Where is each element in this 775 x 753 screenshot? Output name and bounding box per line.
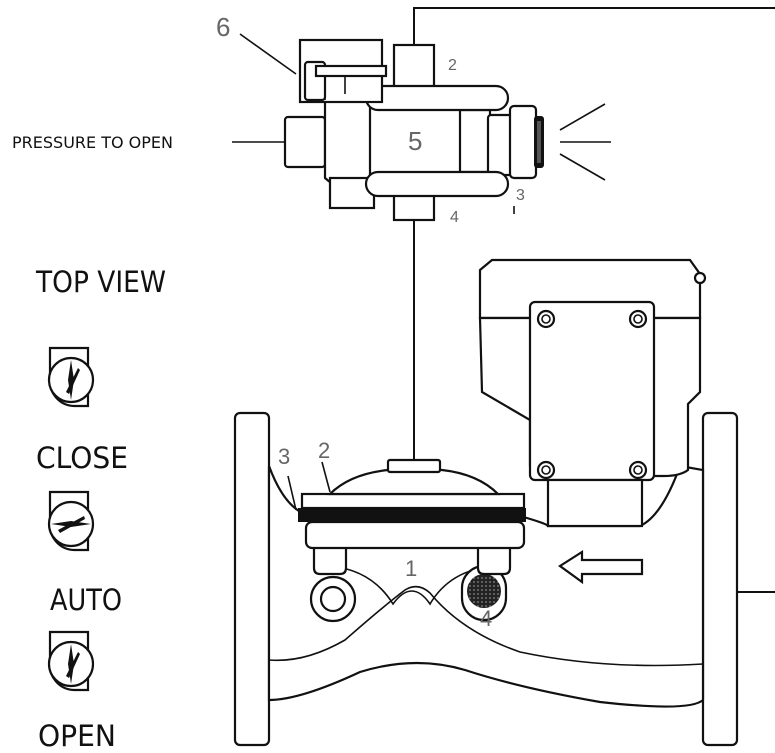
valve-seat-number: 1 (405, 556, 417, 581)
valve-port-2-number: 2 (318, 438, 330, 463)
close-label: CLOSE (36, 441, 128, 475)
open-label: OPEN (38, 719, 116, 753)
pilot-body-number: 5 (408, 126, 422, 156)
solenoid-number: 6 (216, 12, 230, 42)
exhaust-vent-icon (559, 103, 611, 181)
pilot-port-4-number: 4 (450, 209, 459, 226)
strainer-filter-icon (467, 574, 501, 608)
valve-3-leader (287, 475, 297, 511)
flow-direction-arrow-icon (558, 549, 644, 585)
valve-port-4-number: 4 (480, 606, 492, 631)
controller-housing (478, 258, 707, 528)
solenoid-leader-line (239, 33, 297, 75)
auto-label: AUTO (50, 583, 122, 617)
pilot-valve (283, 38, 544, 222)
top-view-title: TOP VIEW (35, 265, 166, 299)
pilot-port-2-number: 2 (448, 57, 457, 74)
valve-port-3-number: 3 (278, 444, 290, 469)
selector-close (47, 346, 95, 408)
pressure-to-open-label: PRESSURE TO OPEN (12, 133, 173, 152)
solenoid (298, 38, 388, 104)
selector-open (47, 630, 95, 692)
selector-auto (47, 490, 95, 552)
valve-2-leader (321, 461, 331, 493)
pilot-port-3-number: 3 (516, 187, 525, 204)
